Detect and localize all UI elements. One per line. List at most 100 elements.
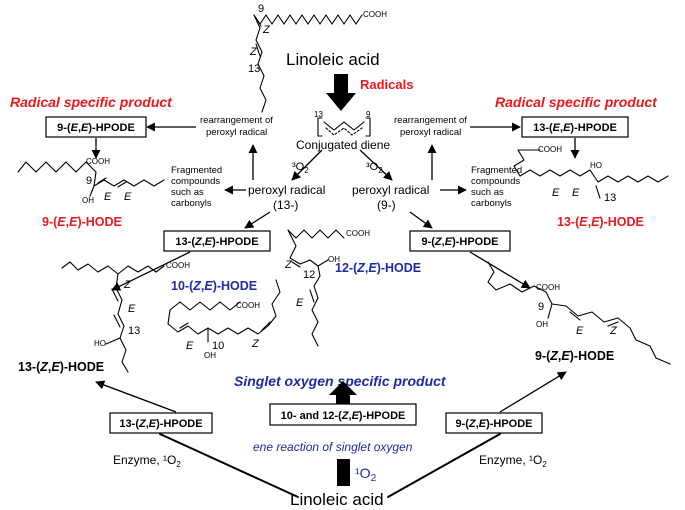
cooh-label: COOH [536,283,560,292]
hpode-13ze-bottom-box [109,412,213,434]
pos-9-label: 9 [258,3,264,15]
fragmented-left-line4: carbonyls [171,198,212,209]
hode-13ze-structure: COOH Z E HO 13 [61,261,190,373]
branch-line-right [387,433,501,498]
ho-label: HO [590,161,602,170]
hpode-10-12-box [269,403,417,426]
conjugated-diene-structure: 13 9 [314,110,371,137]
pos-13-label: 13 [604,192,616,204]
stereo-z-label: Z [284,259,293,271]
stereo-z-label: Z [123,279,132,291]
hpode-13ze-label: 13-(Z,E)-HPODE [175,236,258,248]
hode-10ze-label: 10-(Z,E)-HODE [171,279,257,293]
rearrangement-left-line1: rearrangement of [200,115,273,126]
arrow-to-peroxyl-13 [291,149,323,181]
arrow-bottom-to-9ze-hode [499,371,567,413]
hpode-10-12-label: 10- and 12-(Z,E)-HPODE [281,410,406,422]
hpode-9ee-box [45,116,147,138]
stereo-e-label: E [552,187,560,199]
fragmented-left-line3: such as [171,187,204,198]
hpode-9ze-label: 9-(Z,E)-HPODE [421,236,498,248]
hode-9ze-structure: COOH 9 OH E Z [487,261,671,365]
hode-12ze-structure: COOH Z OH 12 E [284,229,370,347]
rearrangement-right-line2: peroxyl radical [400,127,461,138]
arrow-to-9ze-hode [469,251,531,289]
oh-label: OH [328,255,340,264]
stereo-e-label: E [104,191,112,203]
fragmented-right-line1: Fragmented [471,165,522,176]
fragmented-left-line2: compounds [171,176,220,187]
hpode-9ee-label: 9-(E,E)-HPODE [57,122,135,134]
hpode-13ee-box [521,116,629,138]
hpode-13ze-box [163,230,271,252]
ene-reaction-label: ene reaction of singlet oxygen [253,440,413,454]
stereo-z-label: Z [262,24,271,36]
pos-13-label: 13 [248,63,260,75]
branch-line-left [159,433,299,498]
singlet-oxygen-bar [337,459,350,486]
pos-13-label: 13 [128,325,140,337]
rearrangement-right-line1: rearrangement of [394,115,467,126]
linoleic-acid-bottom-title: Linoleic acid [290,490,384,509]
stereo-e-label: E [572,187,580,199]
hpode-9ze-bottom-box [445,412,543,434]
stereo-z-label: Z [249,46,258,58]
conjugated-diene-label: Conjugated diene [296,138,390,152]
hode-10ze-structure: COOH E 10 OH OH Z [167,279,281,360]
stereo-z-label: Z [609,325,618,337]
fragmented-right-line4: carbonyls [471,198,512,209]
fragmented-right-line2: compounds [471,176,520,187]
oh-label: OH [536,320,548,329]
radicals-label: Radicals [360,77,413,92]
hpode-9ze-box [409,230,511,252]
fragmented-left-line1: Fragmented [171,165,222,176]
oh-label: OH [82,196,94,205]
pos-10-label: 10 [212,340,224,352]
singlet-specific-heading: Singlet oxygen specific product [234,373,447,389]
hode-9ze-label: 9-(Z,E)-HODE [535,349,614,363]
stereo-e-label: E [124,191,132,203]
hode-13ee-label: 13-(E,E)-HODE [557,215,644,229]
hode-9ee-structure: COOH OH 9 E E [17,157,165,205]
enzyme-right-label: Enzyme, ¹O2 [479,453,547,469]
stereo-e-label: E [128,303,136,315]
linoleic-acid-top-title: Linoleic acid [286,50,380,69]
arrow-to-13ze-hpode [244,211,271,229]
enzyme-left-label: Enzyme, ¹O2 [113,453,181,469]
hode-9ee-label: 9-(E,E)-HODE [42,215,122,229]
cooh-label: COOH [86,157,110,166]
oh-label: OH [204,351,216,360]
singlet-arrow-head [329,381,357,395]
pos-9-label: 9 [86,175,92,187]
arrow-to-9ze-hpode [409,211,433,229]
peroxyl-13-line1: peroxyl radical [248,183,325,197]
ho-label: HO [94,339,106,348]
stereo-e-label: E [296,297,304,309]
arrow-bottom-to-13ze-hode [95,380,177,413]
radical-specific-heading-left: Radical specific product [10,94,173,110]
fragmented-right-line3: such as [471,187,504,198]
cooh-label: COOH [236,301,260,310]
pos-9-label: 9 [538,301,544,313]
arrow-to-13ze-hode [111,251,191,291]
stereo-z-label: Z [251,338,260,350]
cooh-label: COOH [166,261,190,270]
singlet-oxygen-label: ¹O2 [355,465,377,484]
hode-13ze-label: 13-(Z,E)-HODE [18,360,104,374]
pos-9-label: 9 [366,110,371,119]
stereo-e-label: E [576,325,584,337]
radicals-arrow [326,74,356,111]
radical-specific-heading-right: Radical specific product [495,94,658,110]
stereo-e-label: E [186,340,194,352]
cooh-label: COOH [363,10,387,19]
hode-13ee-structure: COOH HO 13 E E [513,145,669,204]
rearrangement-left-line2: peroxyl radical [206,127,267,138]
arrow-to-peroxyl-9 [359,149,393,181]
pos-13-label: 13 [314,110,323,119]
pos-12-label: 12 [303,269,315,281]
peroxyl-9-line1: peroxyl radical [352,183,429,197]
peroxyl-13-line2: (13-) [273,198,298,212]
hpode-13ee-label: 13-(E,E)-HPODE [533,122,617,134]
linoleic-acid-top-structure: COOH 9 Z Z 13 [248,3,387,113]
